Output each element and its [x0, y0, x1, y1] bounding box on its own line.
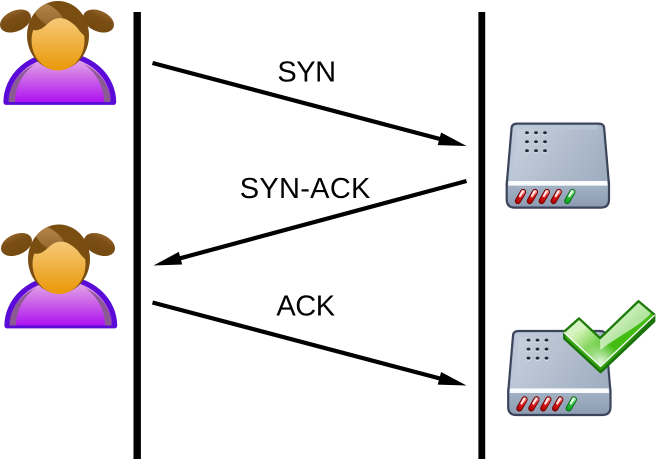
svg-text:ACK: ACK [276, 291, 335, 323]
svg-text:SYN: SYN [277, 57, 335, 89]
svg-text:SYN-ACK: SYN-ACK [240, 173, 371, 205]
